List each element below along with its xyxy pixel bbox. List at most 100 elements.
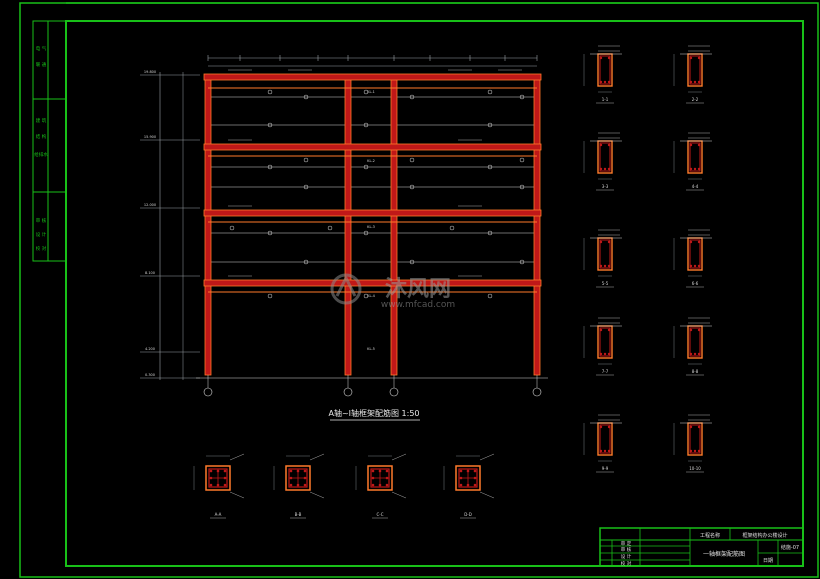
stirrup: [689, 327, 701, 357]
section-marker-icon: [267, 89, 273, 95]
frame-column: [390, 76, 398, 376]
rebar-dot: [607, 143, 611, 147]
rebar-dot: [697, 352, 701, 356]
section-marker-icon: [267, 230, 273, 236]
rebar-dot: [385, 483, 389, 487]
title-block: 工程名称 框架结构办公楼设计 一轴框架配筋图 结施-07 日期 审 定 审 核 …: [599, 527, 804, 567]
strip-label: 校 对: [36, 245, 47, 252]
rebar-dot: [599, 56, 603, 60]
rebar-dot: [689, 143, 693, 147]
beam-mark-label: KL-5: [367, 347, 375, 351]
column-section-label: C-C: [376, 512, 383, 517]
beam-section: 2-2: [673, 45, 712, 104]
leader-line: [479, 491, 495, 499]
rebar-dot: [693, 167, 697, 171]
leader-line: [229, 491, 245, 499]
rebar-dot: [473, 469, 477, 473]
level-label: 15.900: [144, 135, 156, 139]
level-label: 19.800: [144, 70, 156, 74]
frame-beam: [203, 209, 542, 217]
rebar-dot: [697, 143, 701, 147]
watermark-url: www.mfcad.com: [381, 300, 455, 310]
rebar-dot: [216, 469, 220, 473]
beam-section: 5-5: [583, 229, 622, 288]
beam-section-label: 2-2: [692, 97, 699, 102]
section-marker-icon: [363, 122, 369, 128]
rebar-dot: [599, 328, 603, 332]
section-marker-icon: [487, 122, 493, 128]
rebar-dot: [607, 80, 611, 84]
section-marker-icon: [487, 164, 493, 170]
rebar-dot: [697, 80, 701, 84]
leader-line: [229, 453, 245, 461]
rebar-dot: [385, 469, 389, 473]
rebar-dot: [466, 469, 470, 473]
rebar-dot: [473, 483, 477, 487]
rebar-dot: [371, 483, 375, 487]
column-section-label: D-D: [464, 512, 472, 517]
level-label: 4.200: [145, 347, 155, 351]
beam-section-label: 8-8: [692, 369, 699, 374]
column-section: D-D: [443, 453, 495, 519]
rebar-dot: [607, 264, 611, 268]
axis-bubble-icon: [532, 387, 542, 397]
rebar-dot: [697, 328, 701, 332]
watermark-logo-icon: [330, 273, 362, 305]
rebar-dot: [603, 449, 607, 453]
rebar-dot: [599, 425, 603, 429]
leader-line: [391, 453, 407, 461]
rebar-dot: [459, 483, 463, 487]
rebar-dot: [689, 449, 693, 453]
frame-column: [533, 76, 541, 376]
rebar-dot: [459, 469, 463, 473]
rebar-dot: [303, 469, 307, 473]
frame-beam: [203, 73, 542, 81]
rebar-dot: [697, 264, 701, 268]
frame-column: [344, 76, 352, 376]
stirrup: [599, 239, 611, 269]
strip-label: 电 气: [36, 45, 47, 52]
rebar-dot: [296, 483, 300, 487]
rebar-dot: [603, 80, 607, 84]
stirrup: [599, 55, 611, 85]
section-marker-icon: [519, 259, 525, 265]
section-marker-icon: [327, 225, 333, 231]
section-marker-icon: [363, 89, 369, 95]
rebar-dot: [693, 352, 697, 356]
elevation-title: A轴~I轴框架配筋图 1:50: [328, 408, 419, 418]
beam-mark-label: KL-3: [367, 225, 375, 229]
axis-bubble-icon: [203, 387, 213, 397]
stirrup: [599, 142, 611, 172]
watermark-brand: 沐风网: [385, 277, 451, 302]
column-outline: [205, 465, 231, 491]
rebar-dot: [689, 264, 693, 268]
rebar-dot: [599, 449, 603, 453]
rebar-dot: [693, 264, 697, 268]
leader-line: [309, 453, 325, 461]
rebar-dot: [603, 264, 607, 268]
rebar-dot: [607, 328, 611, 332]
watermark: 沐风网 www.mfcad.com: [330, 273, 455, 310]
section-marker-icon: [363, 230, 369, 236]
rebar-dot: [697, 425, 701, 429]
section-marker-icon: [363, 164, 369, 170]
rebar-dot: [689, 240, 693, 244]
stirrup: [599, 424, 611, 454]
column-section: B-B: [273, 453, 325, 519]
rebar-dot: [289, 483, 293, 487]
rebar-dot: [599, 167, 603, 171]
rebar-dot: [607, 240, 611, 244]
strip-label: 暖 通: [36, 61, 47, 68]
beam-section-label: 9-9: [602, 466, 609, 471]
column-outline: [285, 465, 311, 491]
rebar-dot: [607, 352, 611, 356]
frame-beam: [203, 279, 542, 287]
stirrup: [689, 239, 701, 269]
section-marker-icon: [303, 94, 309, 100]
section-marker-icon: [229, 225, 235, 231]
rebar-dot: [689, 328, 693, 332]
strip-label: 审 核: [36, 217, 47, 224]
